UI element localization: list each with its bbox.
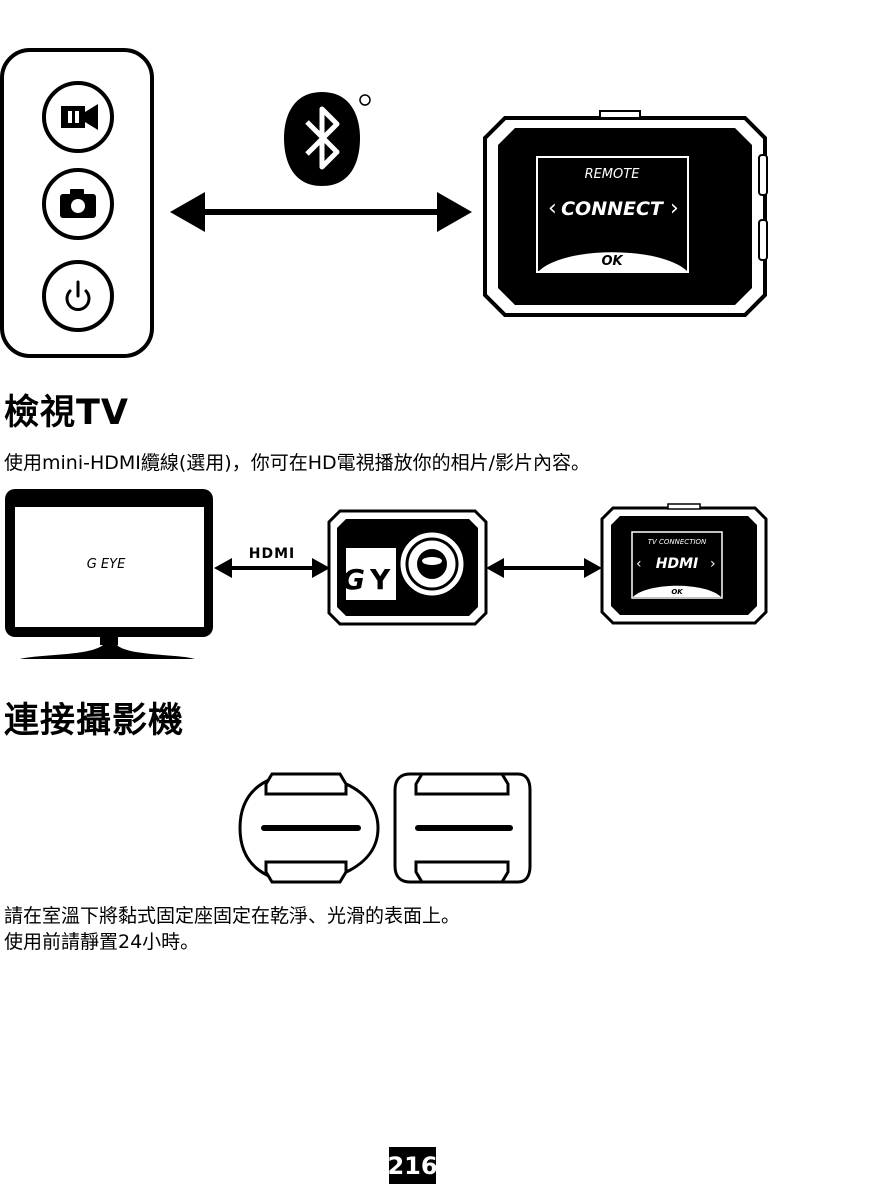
svg-text:Y: Y [369, 563, 391, 596]
remote-screen-main: CONNECT [561, 198, 665, 220]
camera-back: TV CONNECTION ‹ HDMI › OK [602, 504, 766, 623]
section-mount-line2: 使用前請靜置24小時。 [4, 929, 199, 955]
remote-screen-ok: OK [601, 254, 623, 269]
bluetooth-icon [284, 92, 370, 186]
connection-arrow [170, 192, 472, 232]
tv-logo: G EYE [87, 557, 126, 572]
section-tv-description: 使用mini-HDMI纜線(選用)，你可在HD電視播放你的相片/影片內容。 [4, 450, 590, 476]
section-tv-heading: 檢視TV [4, 396, 129, 431]
svg-text:‹: ‹ [548, 196, 557, 221]
camera-front: G Y [329, 511, 486, 624]
svg-text:G: G [342, 563, 365, 596]
power-icon [44, 262, 112, 330]
action-camera: REMOTE ‹ CONNECT › OK [485, 111, 767, 315]
adhesive-mounts-figure [230, 770, 540, 890]
television: G EYE [5, 489, 213, 659]
camera-arrow [486, 558, 602, 578]
remote-screen-title: REMOTE [585, 167, 641, 182]
flat-mount [395, 774, 530, 882]
hdmi-screen-main: HDMI [656, 556, 698, 572]
remote-connection-figure: REMOTE ‹ CONNECT › OK [0, 40, 886, 370]
svg-text:›: › [710, 556, 716, 572]
page-number: 216 [389, 1147, 436, 1184]
hdmi-cable-label: HDMI [249, 546, 295, 562]
section-mount-line1: 請在室溫下將黏式固定座固定在乾淨、光滑的表面上。 [4, 903, 460, 929]
hdmi-arrow: HDMI [214, 546, 330, 578]
hdmi-screen-ok: OK [671, 588, 683, 596]
camera-icon [44, 170, 112, 238]
video-icon [44, 83, 112, 151]
curved-mount [240, 774, 378, 882]
svg-text:›: › [670, 196, 679, 221]
svg-text:‹: ‹ [636, 556, 642, 572]
hdmi-screen-title: TV CONNECTION [648, 538, 707, 546]
section-mount-heading: 連接攝影機 [4, 704, 184, 739]
tv-connection-figure: G EYE HDMI G Y TV CONNECTION ‹ HDMI › OK [0, 486, 886, 666]
